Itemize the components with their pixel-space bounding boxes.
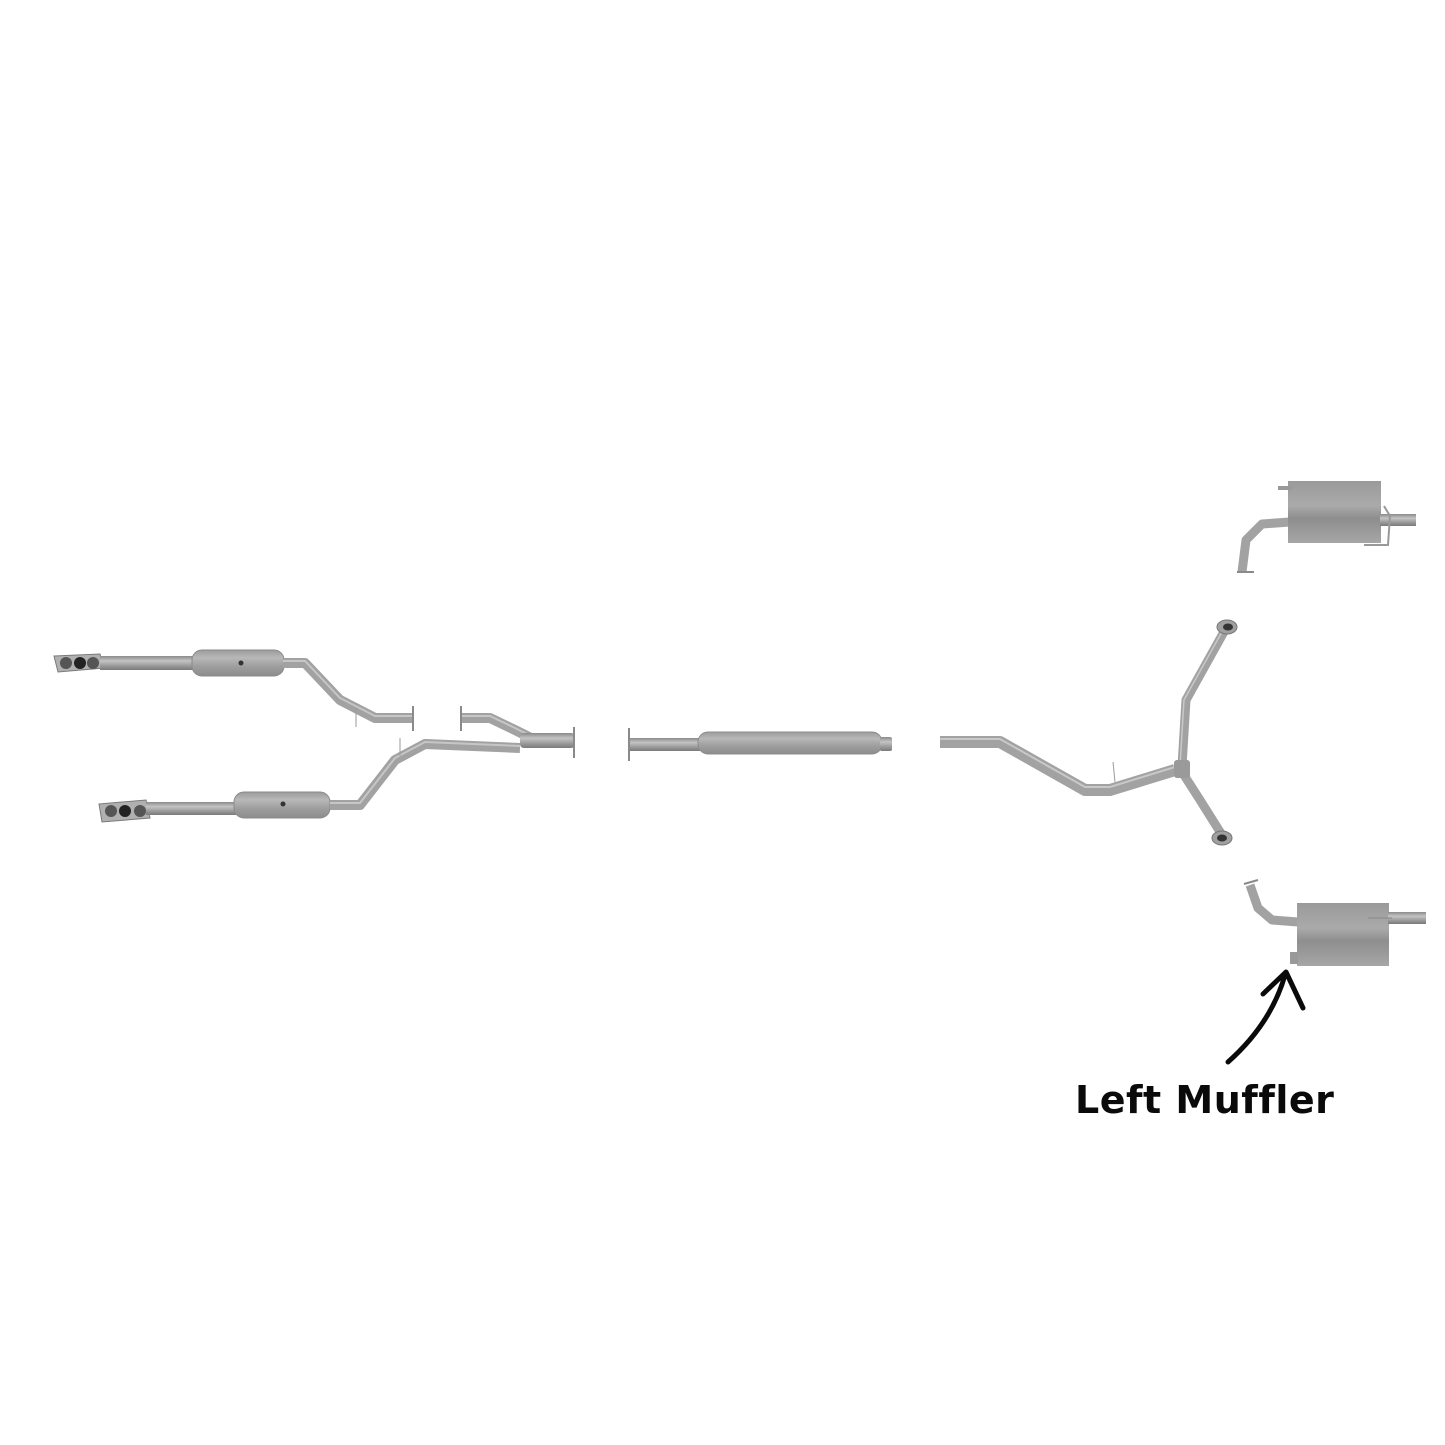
y-pipe xyxy=(460,706,575,758)
curved-arrow-up-icon xyxy=(1225,969,1306,1065)
center-resonator xyxy=(628,728,892,761)
right-muffler xyxy=(1237,481,1416,573)
front-pipe-upper xyxy=(53,649,414,731)
left-muffler-label: Left Muffler xyxy=(1075,1078,1335,1122)
rear-y-pipe xyxy=(940,619,1238,846)
front-pipe-lower xyxy=(98,738,521,823)
left-muffler xyxy=(1243,879,1426,966)
